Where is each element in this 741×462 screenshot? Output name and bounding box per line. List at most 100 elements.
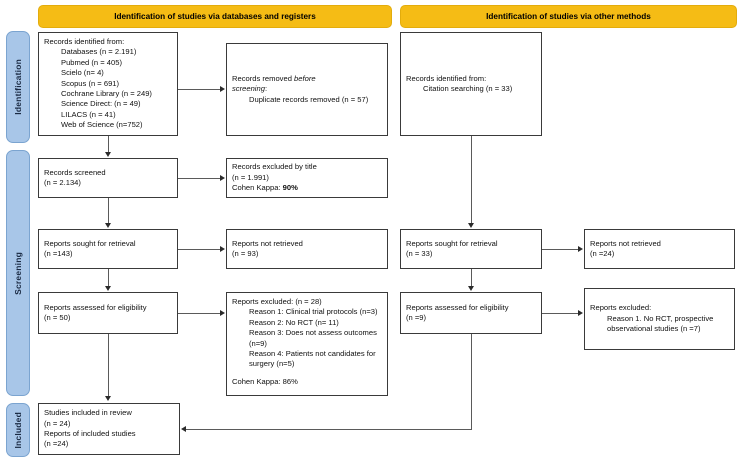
connector-other-sought-to-not-retrieved	[542, 249, 579, 250]
source-item: Scopus (n = 691)	[61, 78, 120, 88]
box-records-identified-databases: Records identified from: Databases (n = …	[38, 32, 178, 136]
source-item: Databases (n = 2.191)	[61, 47, 137, 57]
source-item: Web of Science (n=752)	[61, 120, 143, 130]
box-reports-sought-right: Reports sought for retrieval (n = 33)	[400, 229, 542, 269]
column-header-databases: Identification of studies via databases …	[38, 5, 392, 28]
connector-sought-to-not-retrieved	[178, 249, 221, 250]
connector-other-to-included	[186, 429, 472, 430]
connector-other-assessed-to-excluded	[542, 313, 579, 314]
reports-sought-label: Reports sought for retrieval	[44, 238, 136, 248]
phase-label-screening-text: Screening	[13, 251, 23, 295]
arrowhead-right	[220, 85, 225, 92]
arrowhead-right	[220, 309, 225, 316]
reports-excluded-right-title: Reports excluded:	[590, 303, 652, 313]
phase-label-identification: Identification	[6, 31, 30, 143]
arrowhead-down	[467, 223, 474, 228]
records-screened-count: (n = 2.134)	[44, 178, 81, 187]
source-item: Pubmed (n = 405)	[61, 57, 122, 67]
connector-identified-to-removed	[178, 89, 221, 90]
arrowhead-down	[467, 286, 474, 291]
reports-included-count: (n =24)	[44, 439, 69, 449]
arrowhead-right	[578, 245, 583, 252]
source-item: LILACS (n = 41)	[61, 109, 116, 119]
reports-not-retrieved-count: (n = 93)	[232, 249, 259, 258]
connector-other-sought-to-assessed	[471, 269, 472, 286]
studies-included-count: (n = 24)	[44, 418, 71, 428]
reports-assessed-count: (n = 50)	[44, 313, 71, 322]
reports-included-label: Reports of included studies	[44, 429, 136, 438]
reports-excluded-kappa: Cohen Kappa: 86%	[232, 376, 298, 386]
box-records-removed-before-screening: Records removed before screening: Duplic…	[226, 43, 388, 136]
box-records-screened: Records screened (n = 2.134)	[38, 158, 178, 198]
reports-sought-right-count: (n = 33)	[406, 249, 433, 258]
reports-assessed-right-count: (n =9)	[406, 313, 427, 322]
connector-screened-to-excluded	[178, 178, 221, 179]
records-removed-title: Records removed before	[232, 74, 382, 84]
records-removed-title-lead: Records removed	[232, 73, 295, 83]
reports-excluded-title: Reports excluded: (n = 28)	[232, 297, 322, 306]
column-header-other-methods: Identification of studies via other meth…	[400, 5, 737, 28]
records-removed-detail: Duplicate records removed (n = 57)	[249, 94, 369, 104]
arrowhead-right	[220, 245, 225, 252]
arrowhead-left	[181, 425, 186, 432]
arrowhead-right	[578, 309, 583, 316]
box-reports-sought-left: Reports sought for retrieval (n =143)	[38, 229, 178, 269]
column-header-other-methods-text: Identification of studies via other meth…	[486, 12, 651, 21]
arrowhead-down	[104, 152, 111, 157]
reports-sought-count: (n =143)	[44, 249, 73, 258]
kappa-label: Cohen Kappa:	[232, 183, 283, 193]
exclusion-reason: Reason 2: No RCT (n= 11)	[249, 317, 339, 327]
box-reports-excluded-left: Reports excluded: (n = 28) Reason 1: Cli…	[226, 292, 388, 396]
records-excluded-label: Records excluded by title	[232, 162, 317, 172]
arrowhead-down	[104, 286, 111, 291]
exclusion-reason: Reason 1: Clinical trial protocols (n=3)	[249, 307, 378, 317]
records-removed-subtitle: screening:	[232, 84, 382, 94]
connector-screened-to-sought	[108, 198, 109, 223]
connector-assessed-to-excluded	[178, 313, 221, 314]
records-removed-subtitle-italic: screening	[232, 84, 265, 94]
reports-assessed-label: Reports assessed for eligibility	[44, 302, 147, 312]
connector-identified-to-screened	[108, 136, 109, 153]
source-item: Scielo (n= 4)	[61, 68, 104, 78]
arrowhead-down	[104, 396, 111, 401]
exclusion-reason: Reason 4: Patients not candidates for su…	[249, 349, 378, 369]
reports-sought-right-label: Reports sought for retrieval	[406, 238, 498, 248]
records-identified-other-title: Records identified from:	[406, 73, 487, 83]
reports-not-retrieved-right-count: (n =24)	[590, 249, 615, 258]
box-studies-included: Studies included in review (n = 24) Repo…	[38, 403, 180, 455]
records-excluded-count: (n = 1.991)	[232, 172, 269, 182]
connector-other-assessed-down	[471, 334, 472, 429]
box-reports-assessed-right: Reports assessed for eligibility (n =9)	[400, 292, 542, 334]
phase-label-screening: Screening	[6, 150, 30, 396]
source-item: Science Direct: (n = 49)	[61, 99, 141, 109]
column-header-databases-text: Identification of studies via databases …	[114, 12, 316, 21]
kappa-value: 90%	[282, 183, 298, 193]
source-item: Citation searching (n = 33)	[423, 84, 513, 93]
exclusion-reason: Reason 3: Does not assess outcomes (n=9)	[249, 328, 380, 348]
phase-label-included: Included	[6, 403, 30, 457]
phase-label-included-text: Included	[13, 411, 23, 449]
source-item: Cochrane Library (n = 249)	[61, 89, 152, 99]
reports-not-retrieved-right-label: Reports not retrieved	[590, 238, 661, 248]
arrowhead-down	[104, 223, 111, 228]
studies-included-label: Studies included in review	[44, 408, 132, 418]
phase-label-identification-text: Identification	[13, 59, 23, 115]
exclusion-reason: Reason 1. No RCT, prospective observatio…	[607, 313, 716, 334]
box-records-excluded-by-title: Records excluded by title (n = 1.991) Co…	[226, 158, 388, 198]
box-reports-not-retrieved-right: Reports not retrieved (n =24)	[584, 229, 735, 269]
box-reports-not-retrieved-left: Reports not retrieved (n = 93)	[226, 229, 388, 269]
box-reports-excluded-right: Reports excluded: Reason 1. No RCT, pros…	[584, 288, 735, 350]
records-screened-label: Records screened	[44, 167, 106, 177]
records-excluded-kappa: Cohen Kappa: 90%	[232, 183, 382, 193]
box-records-identified-other: Records identified from: Citation search…	[400, 32, 542, 136]
box-reports-assessed-left: Reports assessed for eligibility (n = 50…	[38, 292, 178, 334]
reports-assessed-right-label: Reports assessed for eligibility	[406, 302, 509, 312]
connector-other-identified-to-sought	[471, 136, 472, 223]
records-identified-title: Records identified from:	[44, 37, 125, 46]
reports-not-retrieved-label: Reports not retrieved	[232, 238, 303, 248]
connector-sought-to-assessed	[108, 269, 109, 286]
arrowhead-right	[220, 174, 225, 181]
records-removed-subtitle-colon: :	[264, 84, 268, 94]
records-removed-title-italic: before	[294, 73, 316, 83]
